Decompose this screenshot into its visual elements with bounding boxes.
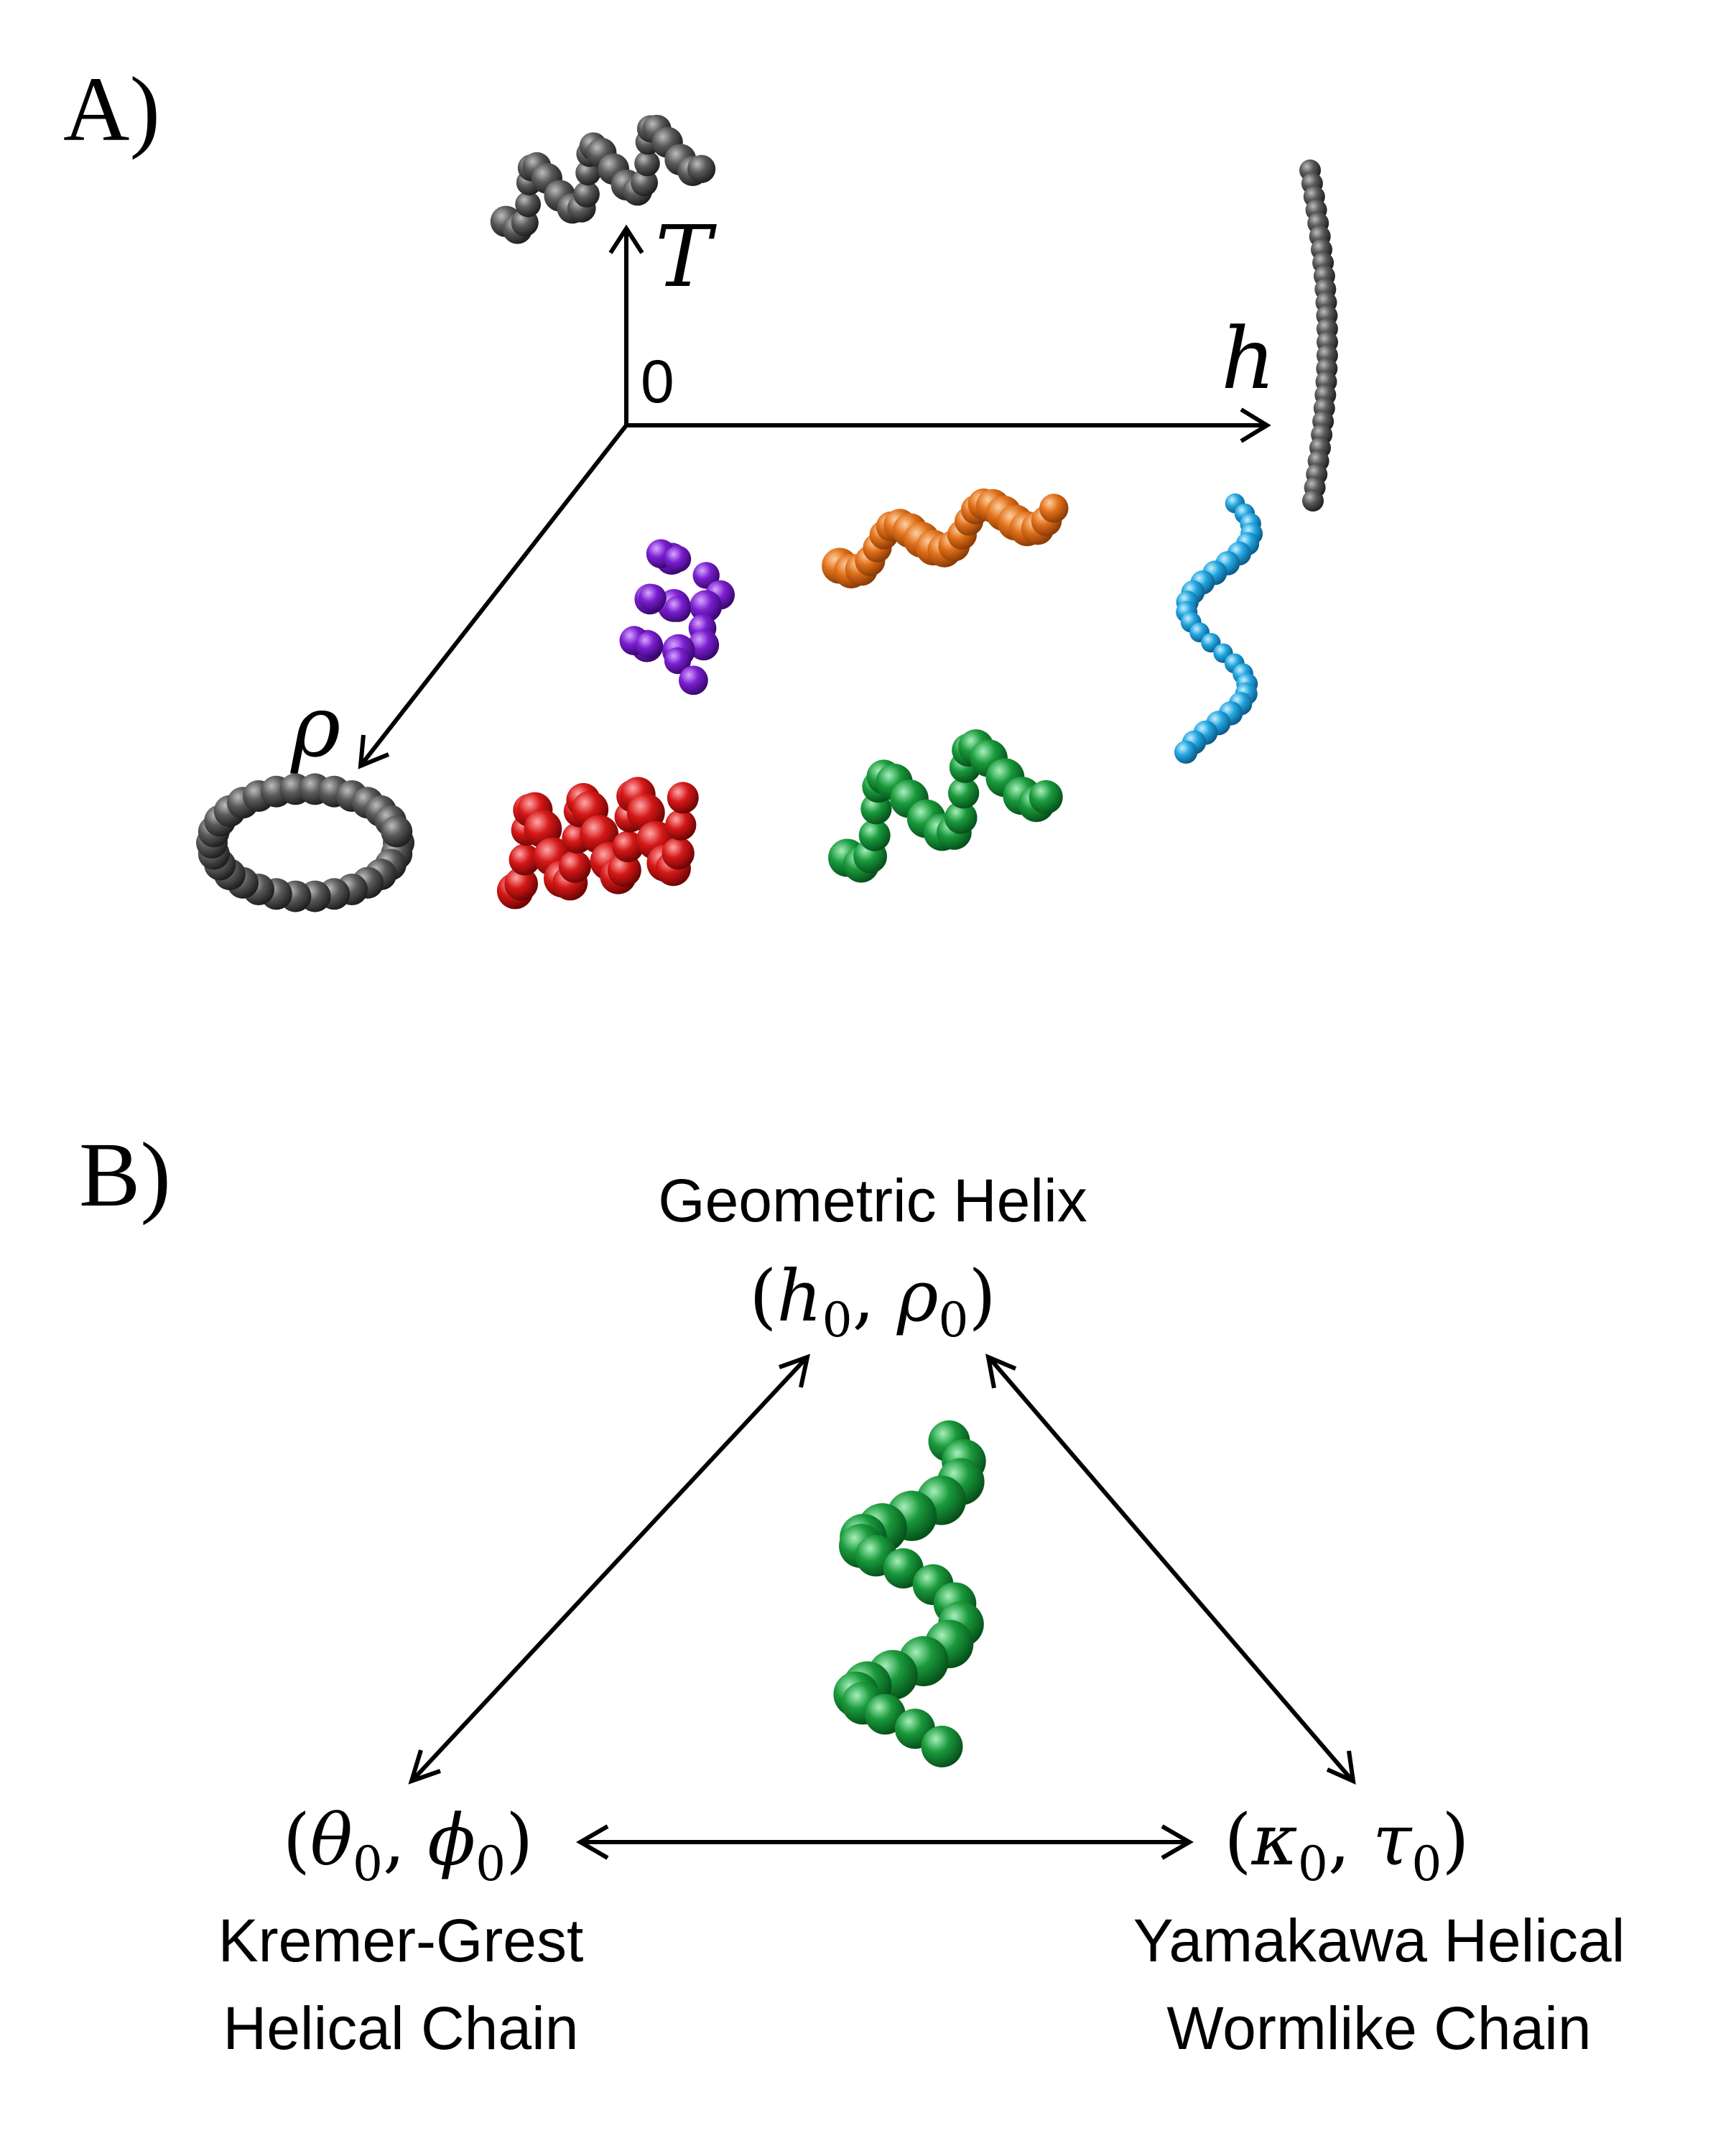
gray-chain-ring	[196, 773, 414, 912]
bead	[612, 831, 644, 863]
arrow-top-to-left	[408, 1354, 811, 1785]
bead	[631, 169, 658, 197]
bead	[667, 782, 699, 814]
blue-chain-wavy	[1174, 493, 1263, 764]
green-chain-center-helix	[833, 1420, 986, 1767]
yamakawa-line2: Wormlike Chain	[1166, 1994, 1591, 2062]
bead	[1029, 780, 1063, 814]
bead	[921, 1726, 963, 1767]
axis-rho-label: ρ	[289, 677, 340, 776]
geometric-helix-params: (h0, ρ0)	[749, 1256, 996, 1348]
bead	[1302, 490, 1324, 512]
axis-t-label: T	[655, 207, 717, 306]
bead	[504, 867, 538, 901]
bead	[662, 837, 695, 870]
yamakawa-line1: Yamakawa Helical	[1133, 1907, 1625, 1974]
bead	[883, 1548, 924, 1588]
green-chain-helix	[828, 729, 1063, 883]
bead	[634, 150, 660, 177]
red-chain-dense-helix	[496, 777, 699, 910]
orange-chain-extended-helix	[822, 488, 1069, 588]
gray-chain-straight-rod	[1299, 159, 1338, 512]
arrow-top-to-right	[985, 1354, 1356, 1785]
bead	[509, 843, 541, 876]
gray-chain-top-coil	[490, 114, 716, 244]
bead	[1174, 740, 1198, 764]
bead	[575, 159, 601, 186]
bead	[664, 596, 692, 622]
bead	[664, 647, 692, 675]
bead	[947, 777, 980, 809]
bead	[688, 629, 720, 661]
arrow-left-to-right	[576, 1824, 1194, 1860]
bead	[1039, 494, 1069, 523]
bead	[687, 154, 716, 183]
panel-b-label: B)	[79, 1124, 171, 1226]
kremer-grest-line1: Kremer-Grest	[218, 1907, 584, 1974]
axis-h-label: h	[1221, 309, 1276, 408]
axis-rho	[358, 424, 628, 769]
bead	[573, 181, 600, 208]
bead	[665, 809, 697, 841]
bead	[639, 584, 667, 612]
purple-chain-compact-helix	[619, 539, 735, 695]
axis-h	[626, 407, 1271, 443]
kremer-grest-params: (θ0, ϕ0)	[283, 1800, 534, 1892]
bead	[636, 631, 663, 659]
bead	[515, 191, 541, 218]
axis-t	[608, 224, 644, 425]
bead	[944, 801, 978, 834]
bead	[664, 545, 692, 573]
yamakawa-params: (κ0, τ0)	[1224, 1800, 1469, 1892]
bead	[558, 850, 591, 883]
bead	[381, 815, 413, 848]
bead	[858, 819, 891, 851]
bead	[608, 853, 641, 887]
panel-a-label: A)	[63, 58, 160, 160]
kremer-grest-line2: Helical Chain	[223, 1994, 579, 2062]
bead	[690, 590, 723, 623]
origin-label: 0	[641, 348, 674, 415]
geometric-helix-title: Geometric Helix	[658, 1167, 1087, 1234]
bead	[679, 665, 708, 695]
